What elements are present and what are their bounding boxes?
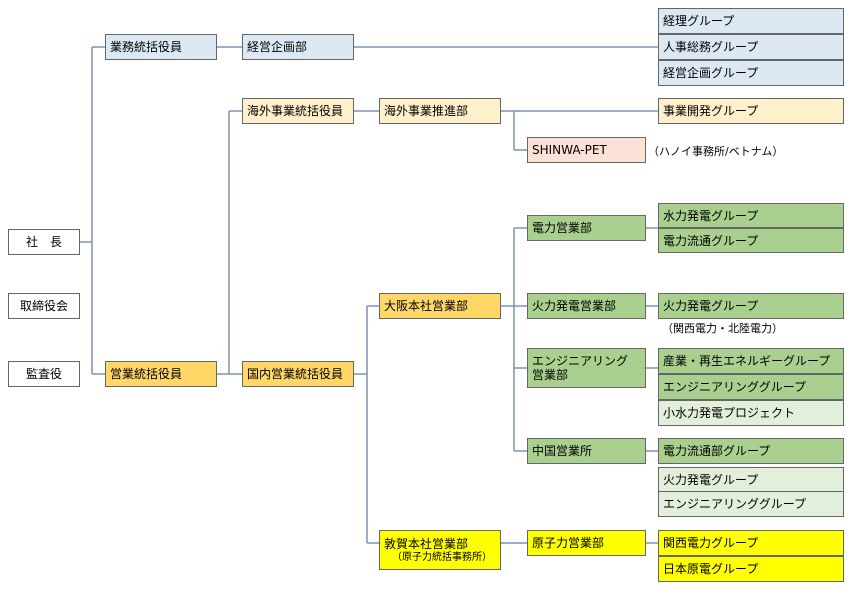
domestic-supervisor-box: 国内営業統括役員 [242,361,354,387]
business-supervisor-box: 業務統括役員 [105,34,217,60]
thermal-sales-box: 火力発電営業部 [527,293,646,319]
chugoku-group-box: エンジニアリンググループ [658,491,844,517]
business-dev-group-box: 事業開発グループ [658,98,844,124]
planning-dept-box: 経営企画部 [242,34,354,60]
planning-group-box: 経営企画グループ [658,60,844,86]
planning-group-box: 人事総務グループ [658,34,844,60]
tsuruga-sales-label: 敦賀本社営業部 [384,536,469,551]
auditor-box: 監査役 [8,361,80,387]
chugoku-group-box: 電力流通部グループ [658,438,844,464]
president-box: 社 長 [8,229,80,255]
engineering-group-box: エンジニアリンググループ [658,374,844,400]
engineering-sales-label-line1: エンジニアリング [532,354,629,368]
chugoku-office-box: 中国営業所 [527,438,646,464]
planning-group-box: 経理グループ [658,8,844,34]
nuclear-group-box: 日本原電グループ [658,556,844,582]
nuclear-sales-box: 原子力営業部 [527,530,646,556]
overseas-supervisor-box: 海外事業統括役員 [242,98,354,124]
overseas-promotion-box: 海外事業推進部 [379,98,501,124]
sales-supervisor-box: 営業統括役員 [105,361,217,387]
engineering-sales-box: エンジニアリング 営業部 [527,348,646,388]
shinwa-pet-note: （ハノイ事務所/ベトナム） [648,145,784,158]
nuclear-group-box: 関西電力グループ [658,530,844,556]
board-box: 取締役会 [8,293,80,319]
engineering-sales-label-line2: 営業部 [532,368,569,382]
thermal-group-box: 火力発電グループ [658,293,844,319]
power-sales-box: 電力営業部 [527,215,646,241]
engineering-group-box: 産業・再生エネルギーグループ [658,348,844,374]
shinwa-pet-box: SHINWA-PET [527,137,646,163]
tsuruga-sales-sublabel: （原子力統括事務所） [392,551,492,563]
chugoku-group-box: 火力発電グループ [658,467,844,493]
thermal-group-note: （関西電力・北陸電力） [662,322,783,335]
power-group-box: 水力発電グループ [658,203,844,228]
tsuruga-sales-box: 敦賀本社営業部 （原子力統括事務所） [379,530,501,570]
power-group-box: 電力流通グループ [658,228,844,253]
small-hydro-project-box: 小水力発電プロジェクト [658,400,844,426]
osaka-sales-box: 大阪本社営業部 [379,293,501,319]
